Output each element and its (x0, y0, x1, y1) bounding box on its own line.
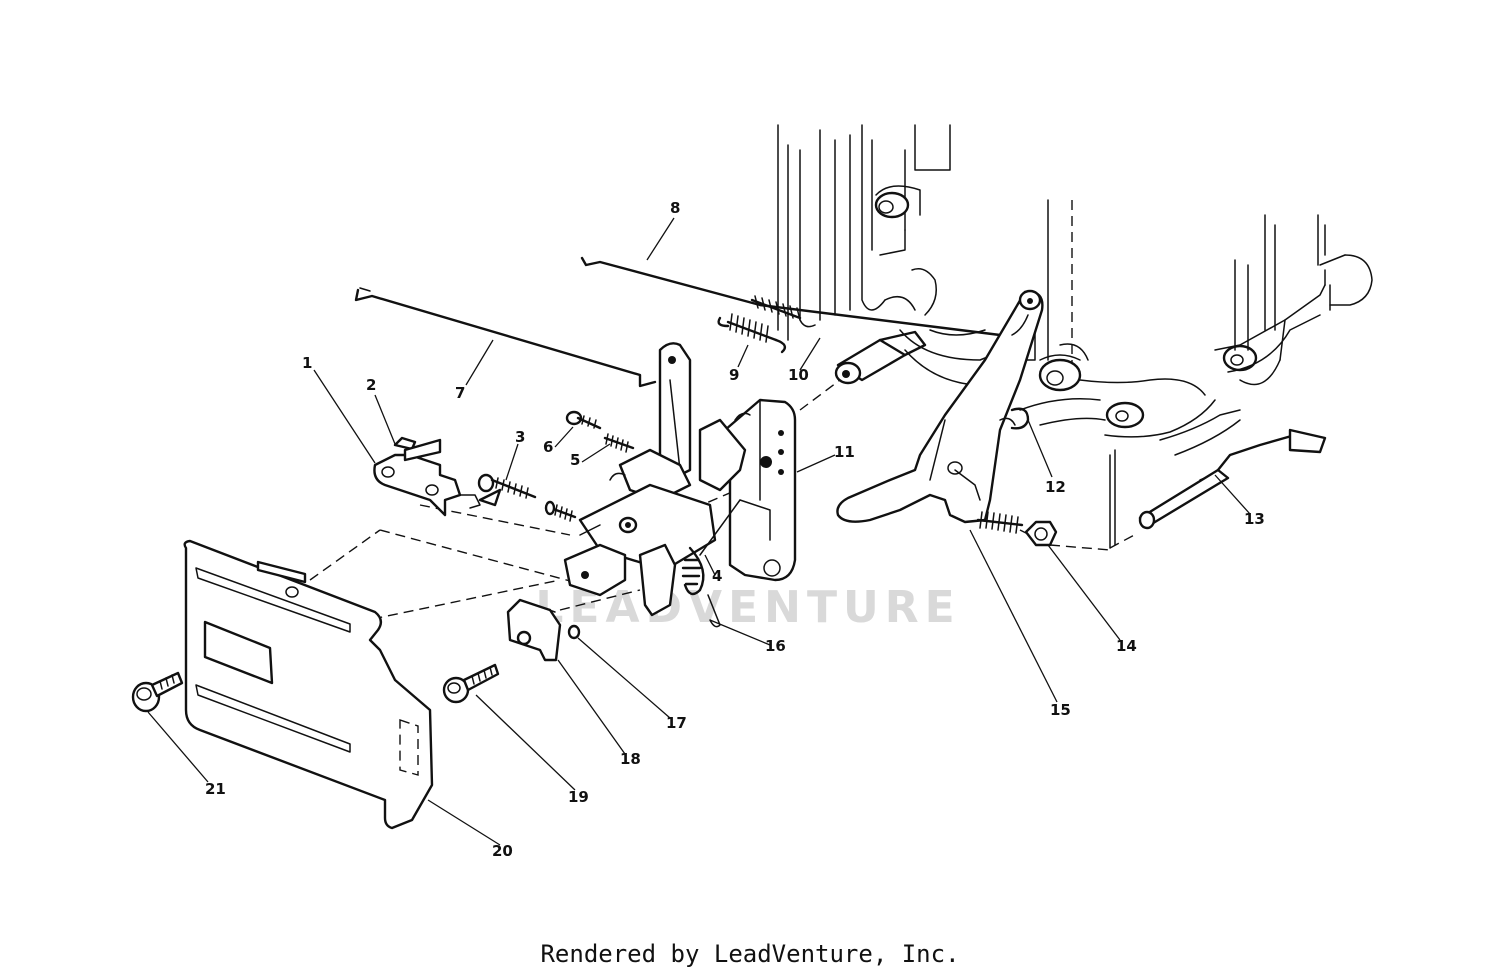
callout-4: 4 (712, 567, 722, 585)
part-9-spring (717, 313, 787, 354)
part-1-plate (373, 436, 502, 517)
callout-21: 21 (205, 780, 226, 798)
callout-5: 5 (570, 451, 580, 469)
part-5-spring (544, 433, 635, 522)
part-18-clamp (506, 598, 562, 662)
engine-block (777, 124, 1373, 549)
callout-13: 13 (1244, 510, 1265, 528)
part-8-throttle-link (580, 256, 1007, 342)
part-6-screw (565, 410, 602, 430)
render-credit: Rendered by LeadVenture, Inc. (540, 940, 960, 968)
part-13-governor-shaft (1138, 428, 1327, 530)
callout-9: 9 (729, 366, 739, 384)
callout-11: 11 (834, 443, 855, 461)
callout-14: 14 (1116, 637, 1137, 655)
part-10-bushing (834, 330, 927, 385)
callout-2: 2 (366, 376, 376, 394)
part-19-bolt (442, 663, 500, 704)
callout-16: 16 (765, 637, 786, 655)
part-7-governor-rod (354, 287, 657, 388)
part-11-bracket (723, 398, 797, 582)
callout-17: 17 (666, 714, 687, 732)
part-17-washer (567, 624, 581, 640)
part-4-control-assembly (563, 342, 747, 628)
callout-leaders (147, 217, 1251, 846)
callout-12: 12 (1045, 478, 1066, 496)
callout-3: 3 (515, 428, 525, 446)
callout-20: 20 (492, 842, 513, 860)
callout-8: 8 (670, 199, 680, 217)
callout-10: 10 (788, 366, 809, 384)
callout-numbers: 1 2 3 4 5 6 7 8 9 10 11 12 13 14 15 16 1… (205, 199, 1265, 860)
part-21-bolt (131, 671, 184, 713)
part-3-screw (477, 473, 537, 499)
part-14-nut (1024, 520, 1058, 547)
callout-7: 7 (455, 384, 465, 402)
callout-18: 18 (620, 750, 641, 768)
callout-19: 19 (568, 788, 589, 806)
part-15-governor-lever (836, 289, 1044, 534)
part-20-cover-plate (183, 539, 434, 830)
callout-6: 6 (543, 438, 553, 456)
callout-15: 15 (1050, 701, 1071, 719)
callout-1: 1 (302, 354, 312, 372)
